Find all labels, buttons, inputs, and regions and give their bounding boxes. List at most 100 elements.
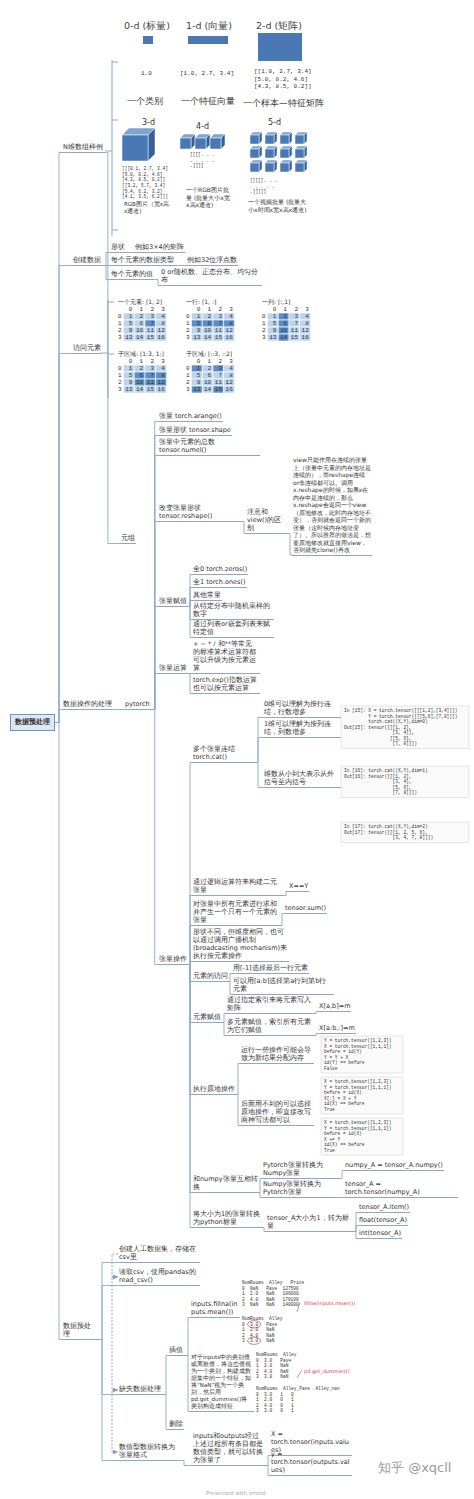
topic-text: + − * / 和**等常见的标准算术运算符都可以升级为按元素运算	[193, 640, 259, 672]
label: 一个类别	[127, 96, 163, 107]
cube-side	[289, 160, 292, 172]
topic-text: 张量 torch.arange()	[159, 412, 222, 420]
topic-text: 改变张量形状 tensor.reshape()	[159, 504, 239, 520]
topic-text: 其他常量	[193, 591, 221, 599]
topic-node: 通过列表or嵌套列表来赋特定值	[192, 620, 274, 638]
topic-text: 注意和view()的区别	[247, 508, 287, 532]
topic-text: X[a:b,:]=m	[319, 1024, 355, 1032]
topic-text: X = torch.tensor(inputs.values)	[271, 1430, 351, 1454]
cube-front	[265, 149, 274, 158]
cube-front	[280, 149, 289, 158]
code-text: 1 2.0 NaN	[256, 1363, 288, 1369]
code-text: 1 5 6 7 8	[118, 372, 165, 379]
code-text: 3 3.0 NaN	[242, 1338, 274, 1344]
topic-node: 数值型数据转换为张量格式	[118, 1443, 180, 1461]
code-text: [5, 6],	[344, 785, 412, 791]
topic-node: 和numpy张量互相转换	[192, 1175, 260, 1193]
flow-arrow	[112, 1277, 118, 1390]
code-text: 2 4.0 NaN	[242, 1333, 274, 1339]
code-text: 2 9 10 11 12	[262, 327, 309, 334]
topic-text: 维数从小到大表示从外括号至内括号	[264, 770, 340, 786]
cube-front	[250, 135, 259, 144]
code-text: True	[324, 1107, 335, 1113]
branch-line	[104, 153, 120, 544]
topic-node: 将大小为1的张量转换为python标量	[192, 1210, 264, 1228]
label: 一个视频批量 (批量大小x时间x宽x高x通道)	[248, 198, 312, 213]
code-text: 2 9 10 11 12	[118, 327, 165, 334]
topic-node: 元素的访问	[192, 972, 229, 982]
topic-text: 将大小为1的张量转换为python标量	[193, 1210, 263, 1226]
code-text: NumRooms Alley	[256, 1352, 297, 1358]
topic-node: 删除	[168, 1420, 184, 1430]
topic-text: 0维可以理解为按行连结，行数增多	[264, 700, 340, 716]
code-text: In [16]: torch.cat((X,Y),dim=1)	[344, 768, 428, 774]
topic-node: 数据预处理	[62, 1322, 98, 1340]
topic-text: Pytorch张量转换为Numpy张量	[263, 1161, 339, 1177]
branch-line	[55, 354, 72, 723]
topic-text: 张量中元素的总数 tensor.numel()	[159, 438, 259, 454]
code-text: In [17]: torch.cat((X,Y),dim=2)	[344, 824, 428, 830]
topic-text: 运行一些操作可能会导致为新结果分配内存	[241, 1046, 313, 1062]
topic-node: + − * / 和**等常见的标准算术运算符都可以升级为按元素运算	[192, 640, 260, 674]
branch-line	[175, 265, 186, 266]
topic-text: 用[-1]选择最后一行元素	[233, 964, 308, 972]
code-text: id(Y) == before	[324, 1060, 365, 1066]
topic-text: pytorch	[125, 700, 150, 708]
cube-side	[304, 160, 307, 172]
cube-side	[274, 146, 277, 158]
code-text: 1 5 6 7 8	[262, 320, 309, 327]
cube-front	[295, 163, 304, 172]
topic-text: 例如3×4的矩阵	[135, 243, 184, 251]
branch-line	[151, 607, 158, 710]
branch-line	[98, 1340, 118, 1395]
label: 0-d (标量)	[124, 20, 170, 32]
topic-text: 数值型数据转换为张量格式	[119, 1443, 179, 1459]
code-text: before = id(X)	[324, 1131, 362, 1137]
code-text: 1 5 6 7 8	[186, 320, 233, 327]
topic-node: 通过指定索引来将元素写入矩阵	[226, 996, 312, 1014]
code-text: 0 1 2 3 4	[186, 365, 233, 372]
cube-front	[250, 149, 259, 158]
topic-text: 张量运算	[159, 664, 187, 672]
branch-line	[98, 1340, 118, 1461]
topic-text: 执行原地操作	[193, 1085, 235, 1093]
code-text: 0 1 2 3 4	[186, 313, 233, 320]
label: 子区域: [1:3, 1:]	[118, 350, 164, 358]
topic-text: 缺失数据处理	[119, 1385, 161, 1393]
branch-line	[180, 1461, 192, 1466]
topic-node: 对张量中所有元素进行求和并产生一个只有一个元素的张量	[192, 900, 282, 926]
topic-node: 通过逻辑运算符来构建二元张量	[192, 878, 284, 896]
label: 一列: [:,1]	[262, 298, 290, 306]
label: Presented with xmind	[206, 1490, 266, 1497]
topic-node: 例如3×4的矩阵	[134, 243, 185, 253]
code-text: 2 4.0 NaN	[256, 1369, 288, 1375]
topic-text: 每个元素的数据类型	[111, 256, 174, 264]
code-text: Y = torch.tensor([1,1,1])	[324, 1126, 392, 1132]
code-text: 0 1 2 3 4	[118, 365, 165, 372]
cube-front	[295, 135, 304, 144]
code-text: 0 1 2 3	[129, 358, 165, 365]
code-text: 3 13 14 15 16	[186, 386, 233, 393]
code-text: 3 13 14 15 16	[186, 334, 233, 341]
branch-line	[113, 709, 124, 710]
branch-line	[284, 892, 288, 896]
code-text: 2 4.0 NaN 178100	[242, 1297, 299, 1303]
cube-front	[210, 138, 221, 149]
code-text: X = torch.tensor([1,2,3])	[324, 1079, 392, 1085]
branch-line	[340, 1171, 344, 1179]
label: 一个元素: [1, 2]	[118, 298, 162, 306]
topic-text: 通过逻辑运算符来构建二元张量	[193, 878, 283, 894]
topic-text: 对张量中所有元素进行求和并产生一个只有一个元素的张量	[193, 900, 281, 924]
branch-line	[151, 674, 158, 710]
topic-node: int(tensor_A)	[358, 1229, 402, 1239]
topic-node: 缺失数据处理	[118, 1385, 162, 1395]
topic-node: 多个张量连结 torch.cat()	[192, 745, 254, 763]
branch-line	[151, 422, 158, 710]
code-text: Out[16]: tensor([[[1, 2],	[344, 774, 412, 780]
topic-text: 张量操作	[159, 955, 187, 963]
topic-text: 创建人工数据集，存储在csv里	[119, 1245, 199, 1261]
cube-front	[265, 135, 274, 144]
bracket-line	[105, 60, 118, 236]
topic-text: N维数组样例	[63, 143, 103, 151]
